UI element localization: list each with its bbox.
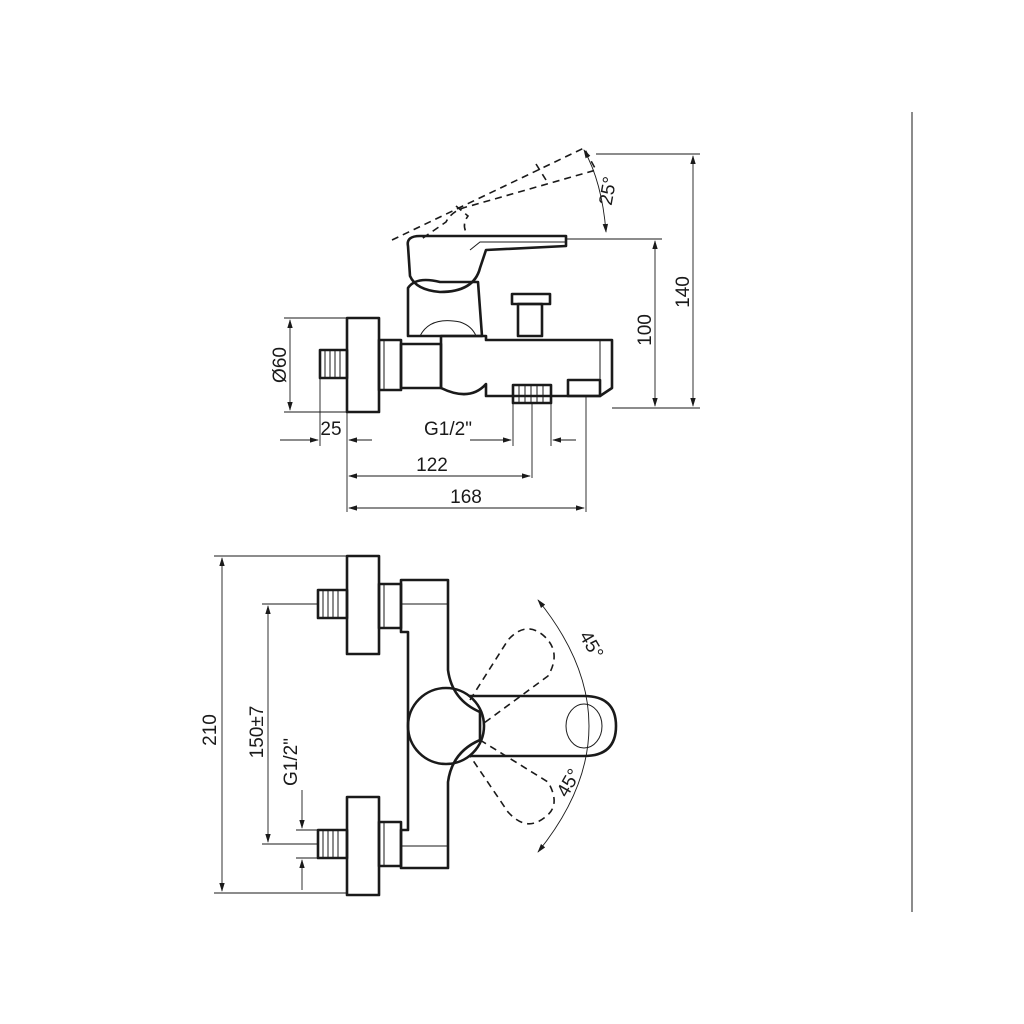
lever-handle-rotated-up	[469, 628, 555, 727]
upper-inlet-thread	[316, 588, 349, 620]
dim-thread-label-side: G1/2"	[424, 419, 472, 440]
dim-210-label: 210	[200, 714, 221, 746]
lever-handle-top	[468, 694, 618, 758]
dim-angle-25-arc	[583, 149, 609, 233]
dim-diameter-label: Ø60	[270, 347, 291, 383]
lower-inlet-thread	[316, 828, 349, 860]
eccentric-connector	[399, 342, 443, 390]
mixer-body	[439, 334, 614, 398]
dim-angle-45-arc	[537, 599, 590, 853]
lever-handle	[406, 234, 568, 294]
wall-flange	[345, 316, 381, 414]
top-view: 45° 45° 210 150±7 G1/2"	[200, 554, 618, 897]
dim-25-label: 25	[320, 419, 341, 440]
connection-nut	[377, 338, 403, 392]
dim-angle-45-lower-label: 45°	[553, 766, 586, 801]
dim-angle-25-label: 25°	[596, 175, 622, 207]
dim-thread-label-top: G1/2"	[281, 738, 302, 786]
lever-handle-raised	[391, 146, 598, 241]
dim-168-label: 168	[450, 487, 482, 508]
lower-nut	[377, 820, 403, 868]
mixer-knob	[406, 686, 486, 766]
lever-handle-rotated-down	[469, 739, 555, 825]
dim-150-label: 150±7	[247, 706, 268, 759]
upper-nut	[377, 582, 403, 630]
mixer-body-top	[399, 578, 482, 870]
cartridge-housing	[406, 278, 484, 338]
side-view: 25° 140 100 Ø60 25 G1/2" 122 168	[270, 146, 700, 512]
upper-flange	[345, 554, 381, 656]
dim-angle-45-upper-label: 45°	[574, 628, 607, 663]
diverter-knob	[510, 292, 552, 338]
inlet-thread-side	[318, 348, 349, 380]
dim-122-label: 122	[416, 455, 448, 476]
dim-100-label: 100	[635, 314, 656, 346]
dim-140-label: 140	[673, 276, 694, 308]
lower-flange	[345, 795, 381, 897]
spout-aerator	[566, 378, 602, 398]
outlet-thread-side	[511, 383, 553, 405]
